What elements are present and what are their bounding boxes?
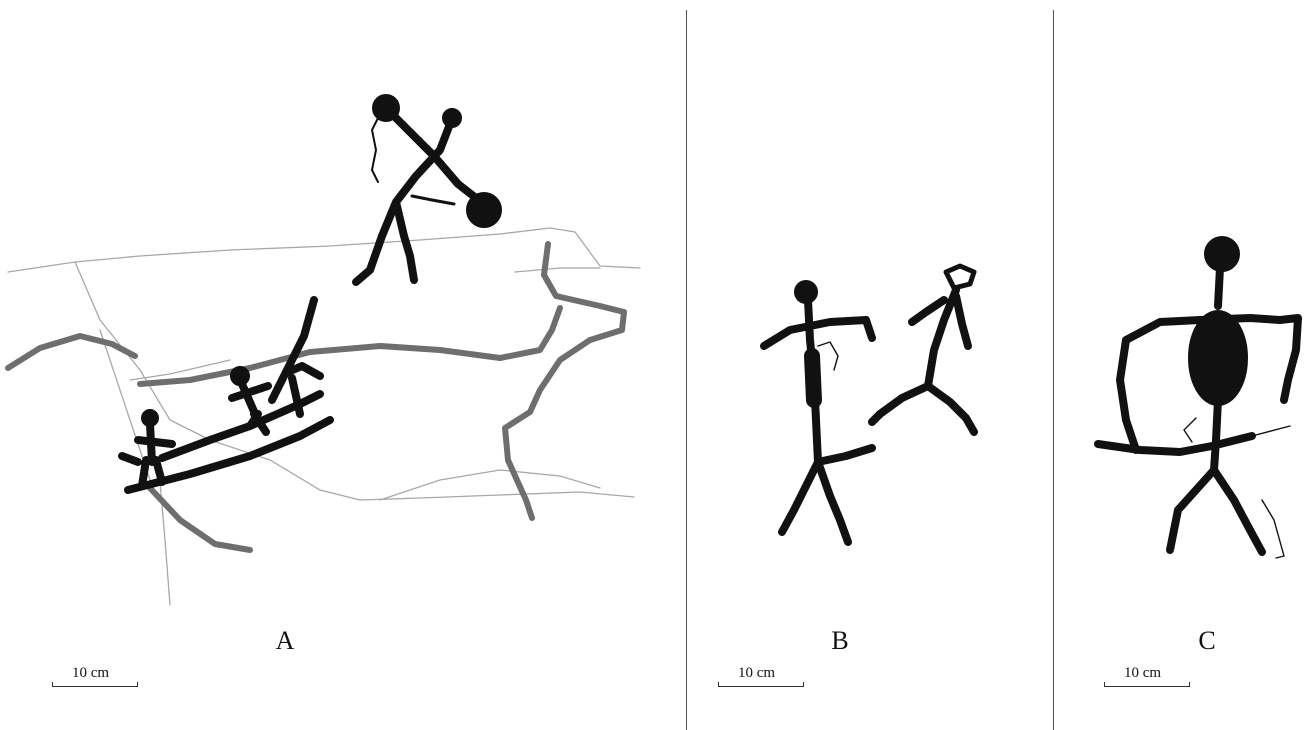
figure-arms [1116, 314, 1302, 454]
panel-divider-ab [686, 10, 687, 730]
groove-line [5, 333, 138, 371]
groove-line [147, 485, 253, 553]
scale-label: 10 cm [738, 665, 776, 681]
figure-head [1204, 236, 1240, 272]
figure-leg-outline [1261, 499, 1285, 559]
figure-body [284, 362, 324, 418]
figure-arm-line [371, 117, 379, 183]
figure-body [228, 380, 272, 436]
boat-prow [268, 296, 318, 404]
figure-body [118, 420, 176, 490]
scale-label: 10 cm [72, 665, 110, 681]
scale-bar [718, 682, 804, 687]
crack-line [74, 261, 635, 501]
rock-grooves [5, 241, 627, 553]
scale-bar [52, 682, 138, 687]
figure-object [466, 192, 502, 228]
figure-torso [804, 348, 822, 408]
scale-label: 10 cm [1124, 665, 1162, 681]
groove-line [502, 241, 627, 521]
panel-label-a: A [275, 626, 295, 655]
scale-bar [1104, 682, 1190, 687]
panel-a-figures [118, 94, 502, 494]
figure-head [230, 366, 250, 386]
panel-label-b: B [831, 626, 849, 655]
figure-neck [1214, 264, 1224, 310]
figure-body [1166, 396, 1266, 556]
crack-line [129, 359, 231, 381]
figure-arm-line [817, 341, 839, 371]
crack-line [379, 469, 601, 501]
figure-hip-outline [1183, 417, 1197, 443]
figure-head [372, 94, 400, 122]
groove-line [137, 305, 563, 387]
boat-hull [124, 416, 334, 494]
panel-b-drawing [760, 263, 978, 546]
figure-body [868, 286, 978, 436]
crack-line [7, 227, 641, 273]
panel-a-drawing [5, 94, 641, 606]
figure-body [352, 114, 480, 286]
figure-arms [760, 316, 876, 350]
panel-c-drawing [1094, 236, 1302, 559]
panel-label-c: C [1198, 626, 1216, 655]
figure-torso [1188, 310, 1248, 406]
figure-tool-line [410, 194, 456, 206]
panel-divider-bc [1053, 10, 1054, 730]
figure-staff-line [1251, 425, 1291, 437]
figure-legs [778, 444, 876, 546]
rock-cracks [7, 227, 641, 606]
figure-head-outline [943, 263, 977, 291]
crack-line [514, 267, 601, 273]
figure-staff [1094, 432, 1256, 456]
